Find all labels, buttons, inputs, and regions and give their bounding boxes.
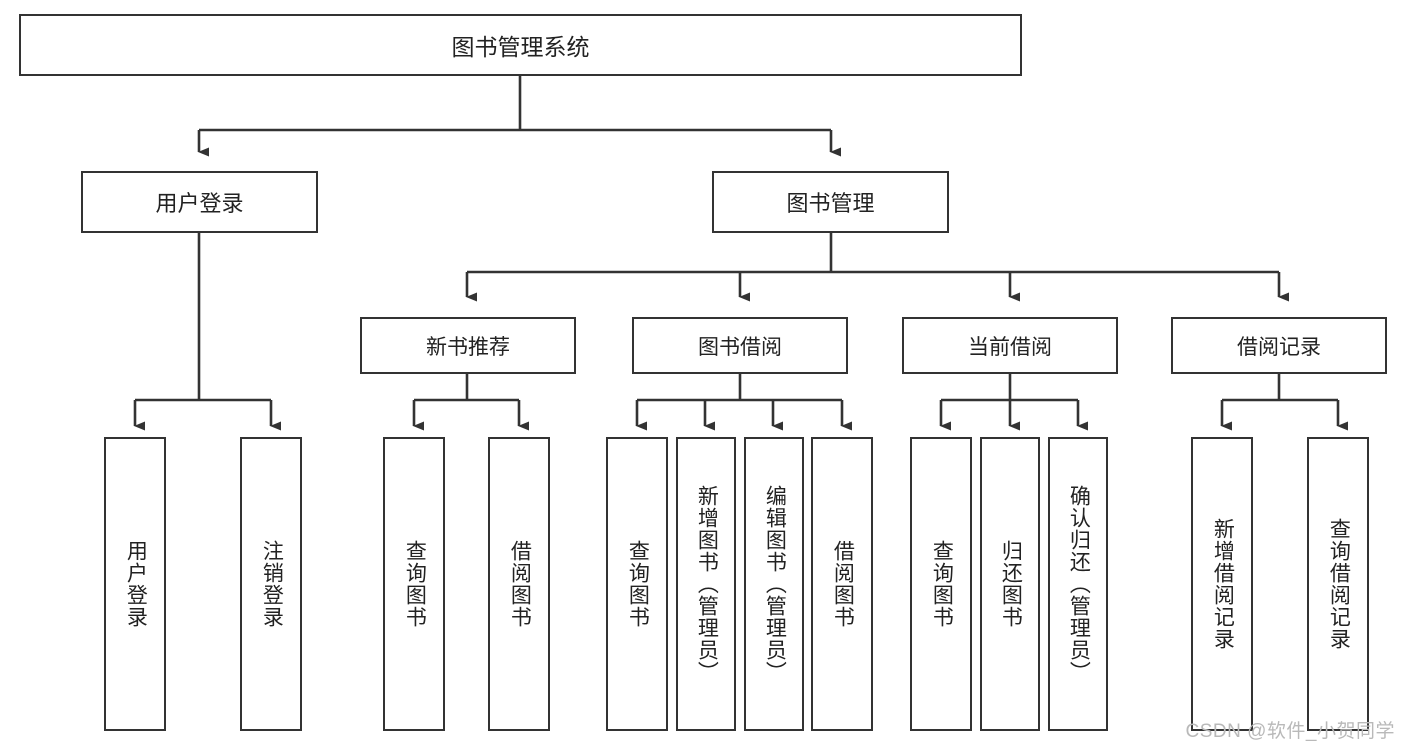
- node-leaf-logout-login[interactable]: 注销登录: [240, 437, 302, 731]
- node-label: 借阅图书: [831, 540, 855, 628]
- node-leaf-add-record[interactable]: 新增借阅记录: [1191, 437, 1253, 731]
- node-leaf-user-login[interactable]: 用户登录: [104, 437, 166, 731]
- node-leaf-add-book[interactable]: 新增图书（管理员）: [676, 437, 736, 731]
- node-label: 图书管理: [786, 191, 875, 216]
- node-label: 编辑图书（管理员）: [763, 485, 787, 683]
- node-label: 图书借阅: [698, 335, 782, 359]
- node-leaf-return-book[interactable]: 归还图书: [980, 437, 1040, 731]
- node-label: 查询借阅记录: [1327, 518, 1351, 650]
- node-label: 用户登录: [155, 191, 244, 216]
- node-leaf-borrow-book-1[interactable]: 借阅图书: [488, 437, 550, 731]
- node-leaf-borrow-book-2[interactable]: 借阅图书: [811, 437, 873, 731]
- node-borrow-record[interactable]: 借阅记录: [1171, 317, 1387, 374]
- node-label: 借阅图书: [508, 540, 532, 628]
- node-book-management[interactable]: 图书管理: [712, 171, 949, 233]
- node-label: 注销登录: [260, 540, 284, 628]
- node-leaf-confirm-return[interactable]: 确认归还（管理员）: [1048, 437, 1108, 731]
- node-label: 用户登录: [124, 540, 148, 628]
- node-label: 查询图书: [403, 540, 427, 628]
- node-leaf-query-book-1[interactable]: 查询图书: [383, 437, 445, 731]
- node-label: 当前借阅: [968, 335, 1052, 359]
- node-label: 确认归还（管理员）: [1067, 485, 1091, 683]
- node-label: 新书推荐: [426, 335, 510, 359]
- node-current-borrow[interactable]: 当前借阅: [902, 317, 1118, 374]
- node-user-login[interactable]: 用户登录: [81, 171, 318, 233]
- csdn-watermark: CSDN @软件_小贺同学: [1185, 721, 1395, 742]
- node-label: 借阅记录: [1237, 335, 1321, 359]
- node-label: 图书管理系统: [451, 34, 590, 60]
- node-label: 新增图书（管理员）: [695, 485, 719, 683]
- node-leaf-query-record[interactable]: 查询借阅记录: [1307, 437, 1369, 731]
- node-book-borrow[interactable]: 图书借阅: [632, 317, 848, 374]
- node-label: 查询图书: [626, 540, 650, 628]
- node-label: 归还图书: [999, 540, 1023, 628]
- node-label: 查询图书: [930, 540, 954, 628]
- node-leaf-query-book-2[interactable]: 查询图书: [606, 437, 668, 731]
- node-leaf-query-book-3[interactable]: 查询图书: [910, 437, 972, 731]
- node-new-book-recommend[interactable]: 新书推荐: [360, 317, 576, 374]
- node-root-book-management-system[interactable]: 图书管理系统: [19, 14, 1022, 76]
- node-label: 新增借阅记录: [1211, 518, 1235, 650]
- node-leaf-edit-book[interactable]: 编辑图书（管理员）: [744, 437, 804, 731]
